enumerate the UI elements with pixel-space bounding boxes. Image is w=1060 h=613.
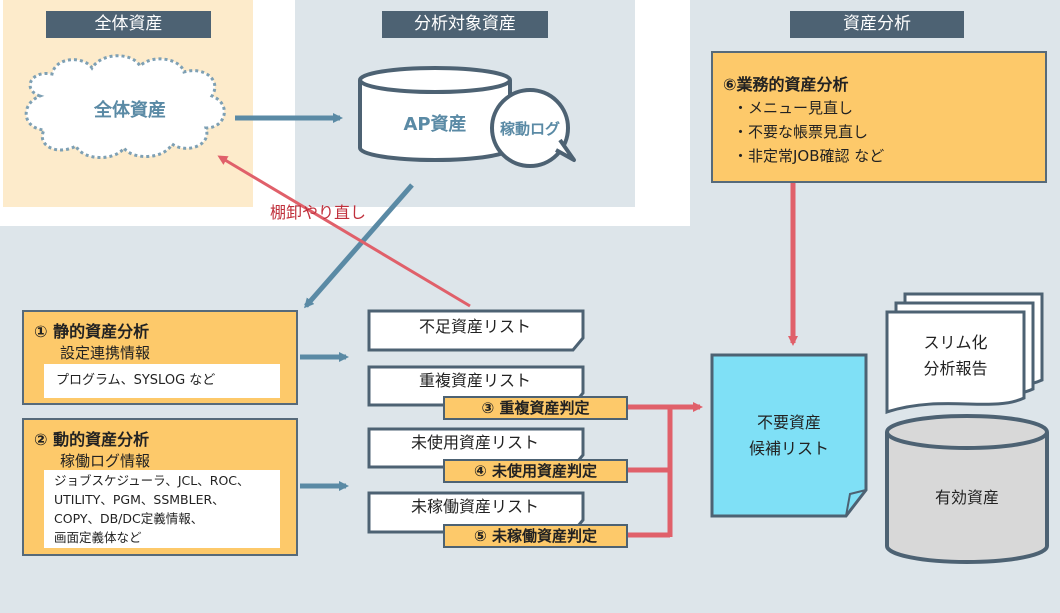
list-doc-shapes (367, 309, 585, 534)
all-assets-cloud (24, 54, 226, 160)
business-item: ・不要な帳票見直し (733, 123, 869, 141)
valid-assets-label: 有効資産 (934, 488, 999, 507)
slim-report-stack (885, 292, 1044, 415)
unused-verdict: ④ 未使用資産判定 (443, 459, 628, 483)
all-assets-tag: 全体資産 (46, 11, 211, 38)
slim-report-text: スリム化 分析報告 (887, 330, 1024, 382)
re-inventory-label: 棚卸やり直し (270, 203, 367, 222)
business-item: ・非定常JOB確認 など (733, 147, 885, 165)
asset-analysis-tag: 資産分析 (790, 11, 964, 38)
re-inventory-arrow (217, 155, 471, 308)
static-analysis-subtitle: 設定連携情報 (60, 344, 151, 362)
unused-list-label: 未使用資産リスト (410, 433, 539, 452)
dynamic-detail-line: ジョブスケジューラ、JCL、ROC、 (54, 473, 250, 488)
business-item: ・メニュー見直し (733, 99, 854, 117)
candidate-line: 不要資産 (756, 413, 821, 432)
ap-to-static-arrow (304, 183, 414, 309)
inactive-verdict: ⑤ 未稼働資産判定 (443, 524, 628, 548)
op-log-bubble (490, 88, 576, 168)
business-analysis-title: ⑥業務的資産分析 (723, 75, 849, 94)
dynamic-analysis-title: ② 動的資産分析 (34, 430, 150, 449)
duplicate-list-label: 重複資産リスト (418, 371, 531, 390)
dynamic-analysis-detail: ジョブスケジューラ、JCL、ROC、 UTILITY、PGM、SSMBLER、 … (44, 470, 280, 548)
target-assets-tag: 分析対象資産 (382, 11, 548, 38)
static-analysis-title: ① 静的資産分析 (34, 322, 150, 341)
op-log-label: 稼動ログ (499, 120, 560, 138)
candidate-list-doc (710, 353, 868, 518)
dynamic-analysis-box: ② 動的資産分析 稼働ログ情報 ジョブスケジューラ、JCL、ROC、 UTILI… (22, 418, 298, 556)
static-analysis-detail: プログラム、SYSLOG など (44, 364, 280, 398)
cloud-label: 全体資産 (94, 100, 166, 121)
candidate-list-text: 不要資産 候補リスト (712, 410, 866, 462)
business-analysis-box: ⑥業務的資産分析 ・メニュー見直し ・不要な帳票見直し ・非定常JOB確認 など (711, 51, 1047, 183)
slim-report-line: スリム化 (923, 333, 988, 352)
candidate-line: 候補リスト (748, 439, 829, 458)
ap-assets-label: AP資産 (403, 114, 467, 135)
dynamic-detail-line: COPY、DB/DC定義情報、 (54, 511, 204, 526)
shortage-list-label: 不足資産リスト (418, 317, 531, 336)
dynamic-detail-line: 画面定義体など (54, 530, 142, 545)
dynamic-detail-line: UTILITY、PGM、SSMBLER、 (54, 492, 225, 507)
verdict-connectors (628, 404, 700, 538)
duplicate-verdict: ③ 重複資産判定 (443, 396, 628, 420)
inactive-list-label: 未稼働資産リスト (410, 497, 539, 516)
static-analysis-box: ① 静的資産分析 設定連携情報 プログラム、SYSLOG など (22, 310, 298, 405)
slim-report-line: 分析報告 (923, 359, 988, 378)
dynamic-analysis-subtitle: 稼働ログ情報 (60, 452, 151, 470)
valid-assets-cylinder (885, 414, 1049, 564)
